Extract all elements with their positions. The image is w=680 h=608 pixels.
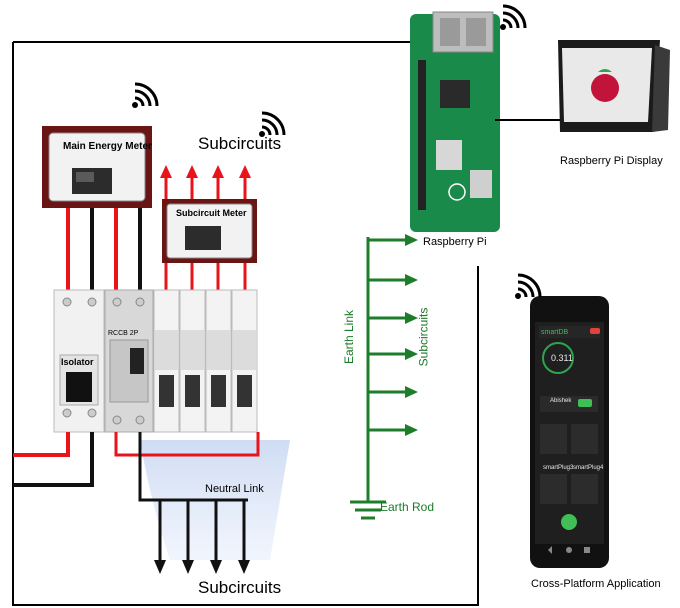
wifi-icon-pi (500, 4, 527, 30)
main-meter-label: Main Energy Meter (63, 141, 152, 152)
phone-app (530, 296, 609, 568)
supply-wires-bottom (13, 432, 260, 502)
wifi-icon-phone (515, 273, 542, 299)
raspberry-pi-display (558, 40, 670, 132)
enclosure-outline (12, 41, 479, 606)
raspberry-pi-label: Raspberry Pi (423, 236, 487, 248)
pi-display-label: Raspberry Pi Display (560, 155, 663, 167)
subcircuit-energy-meter (162, 199, 257, 263)
phone-plug3[interactable]: smartPlug3 (543, 465, 574, 471)
subcircuits-vertical-label: Subcircuits (416, 307, 431, 367)
neutral-link-label: Neutral Link (205, 483, 264, 495)
rccb (104, 289, 154, 433)
subcircuits-bottom-label: Subcircuits (198, 578, 282, 597)
neutral-link-arrows (154, 500, 250, 574)
phone-reading: 0.311 (551, 353, 573, 363)
raspberry-pi-board (410, 11, 500, 232)
subcircuits-top-label: Subcircuits (198, 134, 282, 153)
subcircuit-arrows-top (160, 165, 251, 292)
earth-link-label: Earth Link (342, 309, 357, 365)
main-energy-meter (42, 126, 152, 208)
phone-app-name: smartDB (541, 329, 569, 336)
mcb-bank (153, 289, 258, 433)
phone-user[interactable]: Abishek (550, 398, 572, 404)
isolator-switch (53, 289, 105, 433)
wifi-icon-sub-meter (259, 111, 286, 137)
earth-rod-label: Earth Rod (380, 500, 435, 514)
phone-plug4[interactable]: smartPlug4 (573, 465, 604, 471)
isolator-label: Isolator (61, 357, 94, 367)
main-meter-wires (66, 207, 142, 292)
earth-link (350, 234, 418, 520)
wifi-icon-main-meter (132, 82, 159, 108)
rccb-label: RCCB 2P (108, 330, 139, 337)
sub-meter-label: Subcircuit Meter (176, 208, 247, 218)
app-label: Cross-Platform Application (531, 578, 661, 590)
